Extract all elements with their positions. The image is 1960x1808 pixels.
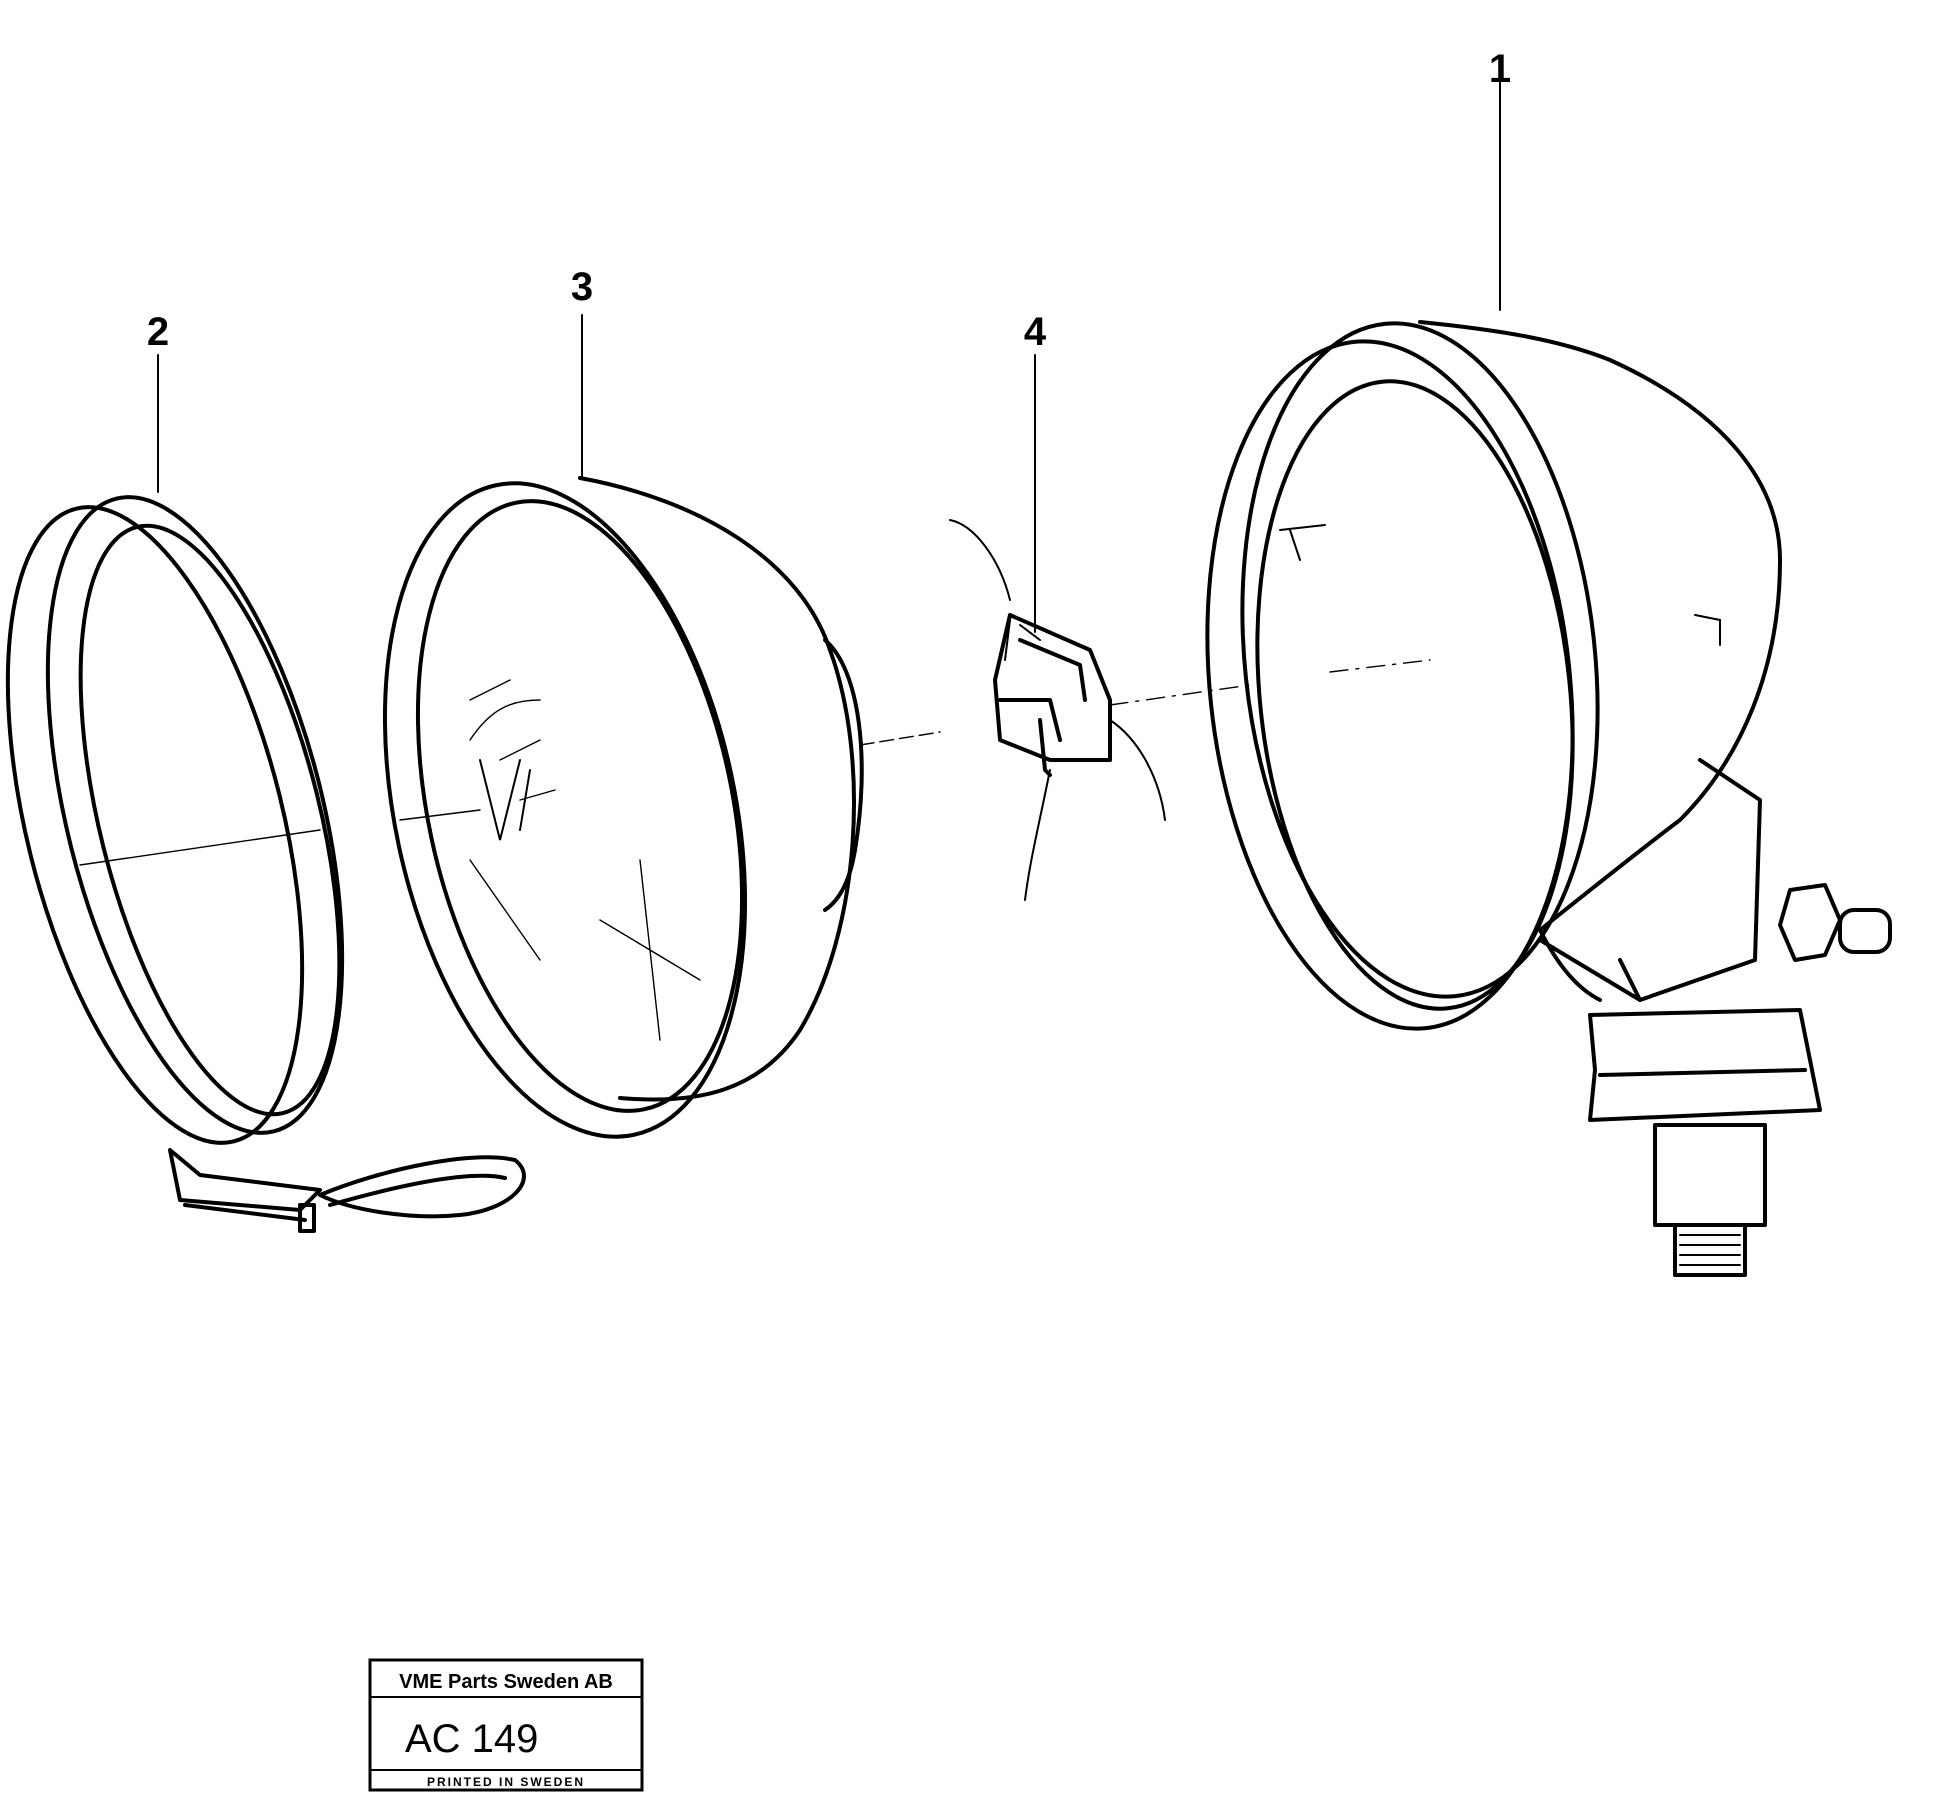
callout-3: 3 <box>571 265 593 309</box>
assembly-axis-line <box>79 659 1431 866</box>
part-2-retaining-ring <box>5 495 526 1233</box>
stamp-company: VME Parts Sweden AB <box>399 1671 613 1693</box>
part-3-sealed-beam-lamp <box>382 476 864 1139</box>
callout-4: 4 <box>1024 310 1047 354</box>
callout-leaders <box>157 81 1501 633</box>
stamp-printed: PRINTED IN SWEDEN <box>427 1775 585 1789</box>
part-1-lamp-housing <box>1205 320 1892 1277</box>
publisher-stamp: VME Parts Sweden AB AC 149 PRINTED IN SW… <box>368 1658 644 1792</box>
callout-1: 1 <box>1489 47 1511 91</box>
callout-2: 2 <box>147 310 169 354</box>
stamp-code: AC 149 <box>405 1717 538 1761</box>
part-4-bulb-holder <box>949 519 1166 901</box>
